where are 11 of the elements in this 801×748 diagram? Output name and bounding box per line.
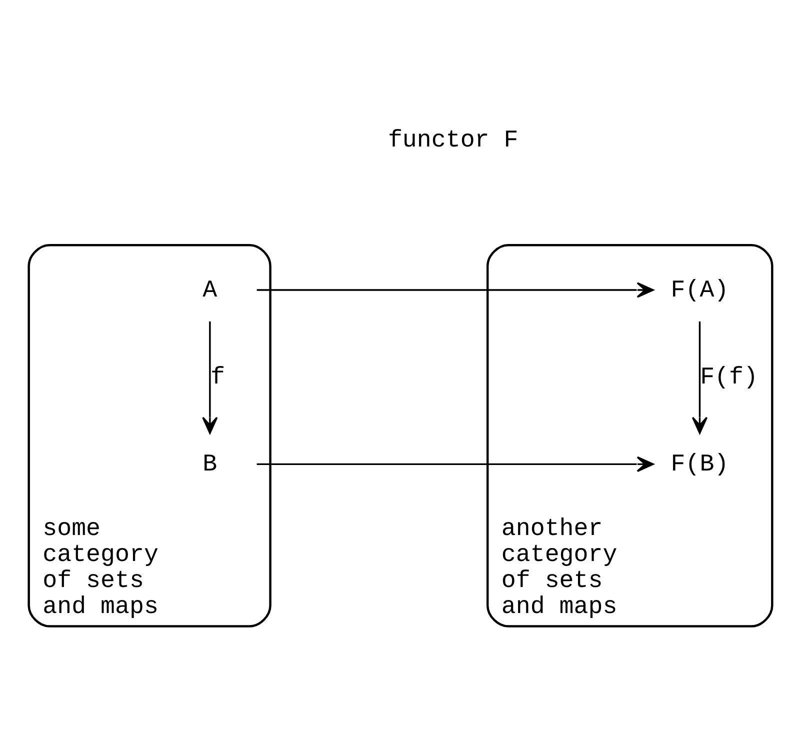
arrow <box>256 282 654 298</box>
node-text: F(B) <box>670 451 729 478</box>
node-text: A <box>202 276 218 304</box>
node-text: B <box>202 451 218 478</box>
arrow <box>256 456 654 472</box>
arrow <box>692 320 708 434</box>
label: functor F <box>388 126 518 154</box>
edge-label: F(f) <box>700 364 758 391</box>
arrow <box>202 320 218 434</box>
edge-label: f <box>210 364 225 391</box>
node-text: F(A) <box>670 276 729 304</box>
